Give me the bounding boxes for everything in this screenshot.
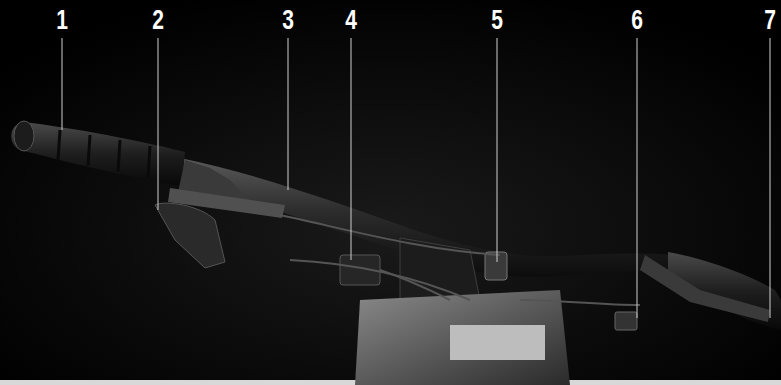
callout-number: 5 [491, 7, 503, 34]
callout-number: 2 [152, 7, 164, 34]
right-brake-lever [640, 255, 770, 322]
display-housing [355, 290, 570, 385]
switch [615, 312, 637, 330]
cables [280, 215, 640, 305]
clamp [485, 252, 507, 280]
callout-number: 3 [282, 7, 294, 34]
display-panel [450, 325, 545, 360]
stem [400, 238, 480, 300]
left-grip [11, 122, 185, 186]
bar-end [14, 121, 34, 151]
shifter [155, 203, 225, 268]
callout-number: 4 [345, 7, 357, 34]
grip-ribs [58, 130, 150, 178]
callout-number: 7 [764, 7, 776, 34]
callout-number: 6 [631, 7, 643, 34]
callout-number: 1 [56, 7, 68, 34]
leader-lines [62, 38, 770, 318]
